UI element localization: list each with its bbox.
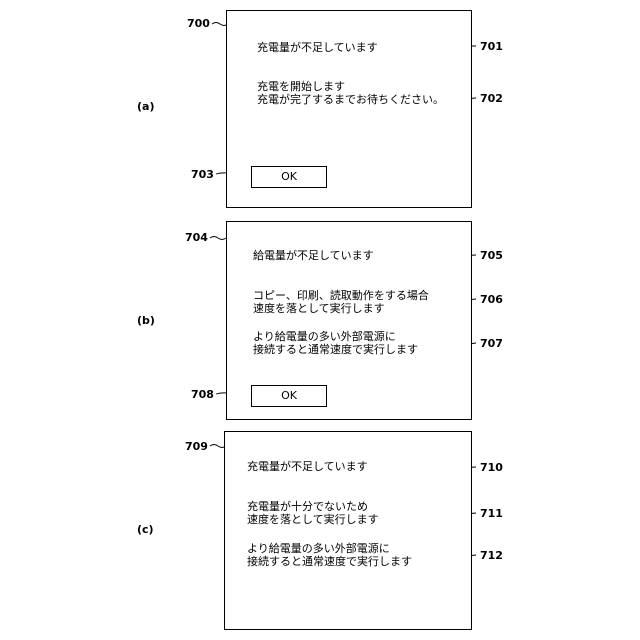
message-reduced-speed: コピー、印刷、読取動作をする場合 速度を落として実行します [253, 289, 429, 315]
message-connect-external-power: より給電量の多い外部電源に 接続すると通常速度で実行します [253, 330, 418, 356]
ref-700: 700 [187, 17, 210, 30]
panel-label-b: (b) [137, 314, 155, 327]
ref-705: 705 [480, 249, 503, 262]
ref-712: 712 [480, 549, 503, 562]
ok-button[interactable]: OK [251, 385, 327, 407]
ok-button[interactable]: OK [251, 166, 327, 188]
panel-label-a: (a) [137, 100, 154, 113]
ref-710: 710 [480, 461, 503, 474]
ref-706: 706 [480, 293, 503, 306]
screen-c: 充電量が不足しています 充電量が十分でないため 速度を落として実行します より給… [224, 431, 472, 630]
ref-702: 702 [480, 92, 503, 105]
message-power-insufficient: 給電量が不足しています [253, 249, 374, 262]
message-insufficient-charge-reduced-speed: 充電量が十分でないため 速度を落として実行します [247, 500, 379, 526]
ref-701: 701 [480, 40, 503, 53]
ref-703: 703 [191, 168, 214, 181]
screen-a: 充電量が不足しています 充電を開始します 充電が完了するまでお待ちください。 O… [226, 10, 472, 208]
ref-708: 708 [191, 388, 214, 401]
message-connect-external-power: より給電量の多い外部電源に 接続すると通常速度で実行します [247, 542, 412, 568]
panel-label-c: (c) [137, 523, 154, 536]
screen-b: 給電量が不足しています コピー、印刷、読取動作をする場合 速度を落として実行しま… [226, 221, 472, 420]
ref-709: 709 [185, 440, 208, 453]
ref-707: 707 [480, 337, 503, 350]
message-charge-insufficient: 充電量が不足しています [257, 41, 378, 54]
ref-704: 704 [185, 231, 208, 244]
leader-704 [210, 237, 226, 240]
message-charge-insufficient: 充電量が不足しています [247, 460, 368, 473]
message-charging-started: 充電を開始します 充電が完了するまでお待ちください。 [257, 80, 444, 106]
ref-711: 711 [480, 507, 503, 520]
